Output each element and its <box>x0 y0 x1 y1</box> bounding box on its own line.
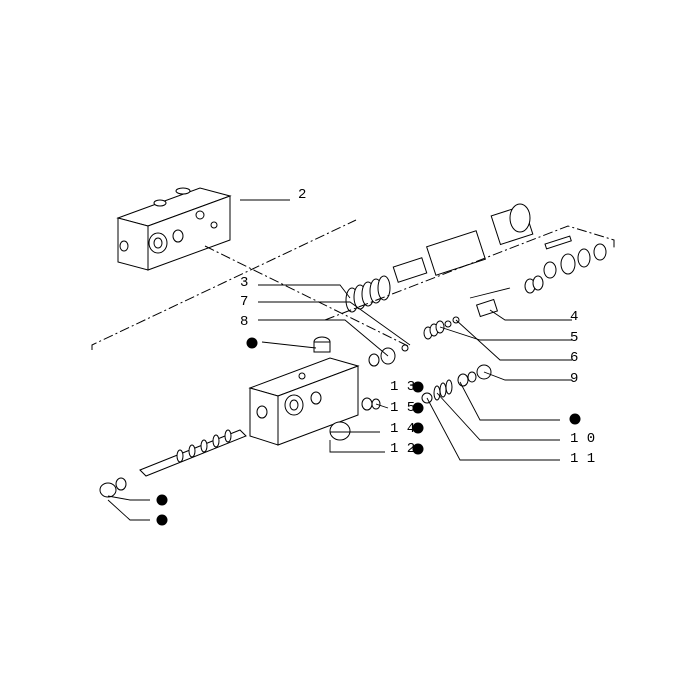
label-13: 1 3 <box>390 379 415 395</box>
label-3: 3 <box>240 275 248 291</box>
label-9: 9 <box>570 371 578 387</box>
label-11: 1 1 <box>570 451 595 467</box>
leader-lines <box>107 199 572 521</box>
bullet-marker <box>156 494 168 506</box>
bullet-marker <box>412 381 424 393</box>
bullet-marker <box>412 402 424 414</box>
label-4: 4 <box>570 309 578 325</box>
label-5: 5 <box>570 330 578 346</box>
bullet-marker <box>412 422 424 434</box>
check-valve-parts <box>423 287 511 340</box>
label-6: 6 <box>570 350 578 366</box>
label-15: 1 5 <box>390 400 415 416</box>
bullet-marker <box>156 514 168 526</box>
label-8: 8 <box>240 314 248 330</box>
label-14: 1 4 <box>390 421 415 437</box>
bullet-marker <box>246 337 258 349</box>
label-7: 7 <box>240 294 248 310</box>
bullet-marker <box>412 443 424 455</box>
bullet-marker <box>569 413 581 425</box>
part-labels: 2 3 7 8 4 5 6 9 1 0 1 1 1 3 1 5 1 4 1 2 <box>240 187 595 467</box>
bullet-markers <box>156 337 581 526</box>
label-12: 1 2 <box>390 441 415 457</box>
actuator-assembly <box>345 203 607 313</box>
spool-assembly <box>99 429 247 498</box>
valve-block-upper <box>116 187 232 271</box>
centre-lines <box>91 219 615 350</box>
label-10: 1 0 <box>570 431 595 447</box>
valve-block-lower <box>248 336 360 446</box>
spring-3 <box>345 275 391 313</box>
label-2: 2 <box>298 187 306 203</box>
